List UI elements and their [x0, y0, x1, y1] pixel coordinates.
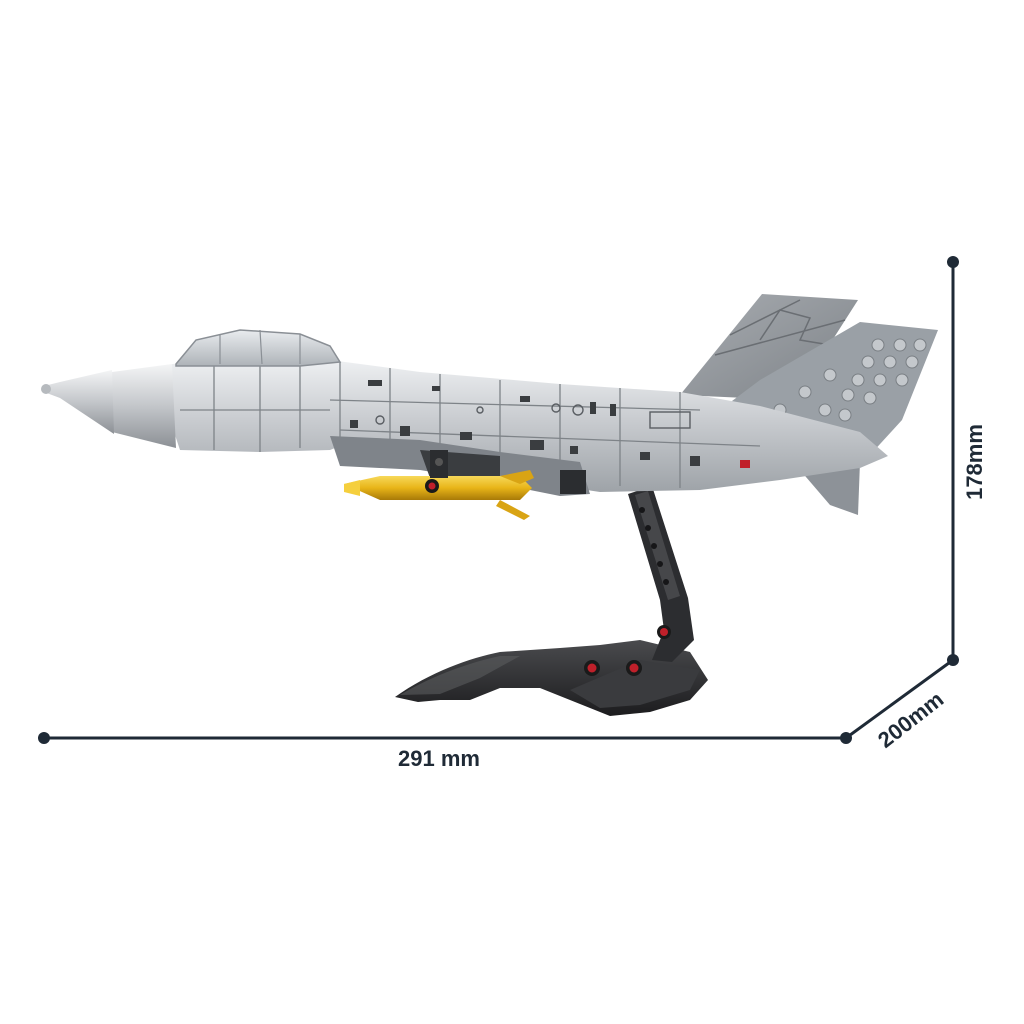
- ventral-fin: [800, 462, 860, 515]
- missile: [344, 450, 534, 520]
- height-dimension-label: 178mm: [962, 424, 987, 500]
- cockpit-canopy: [175, 329, 342, 367]
- jet-model: [41, 294, 938, 520]
- nose-cone: [44, 370, 114, 434]
- height-bottom-dot: [947, 654, 959, 666]
- nose-block: [112, 364, 176, 448]
- fuselage: [170, 360, 888, 492]
- width-dimension-label: 291 mm: [398, 746, 480, 771]
- width-start-dot: [38, 732, 50, 744]
- display-stand: [395, 486, 708, 716]
- height-top-dot: [947, 256, 959, 268]
- tail-fin: [680, 294, 858, 400]
- dimension-lines: [38, 256, 959, 744]
- stand-red-pins: [584, 625, 671, 676]
- width-end-dot: [840, 732, 852, 744]
- depth-dimension-line: [845, 658, 954, 740]
